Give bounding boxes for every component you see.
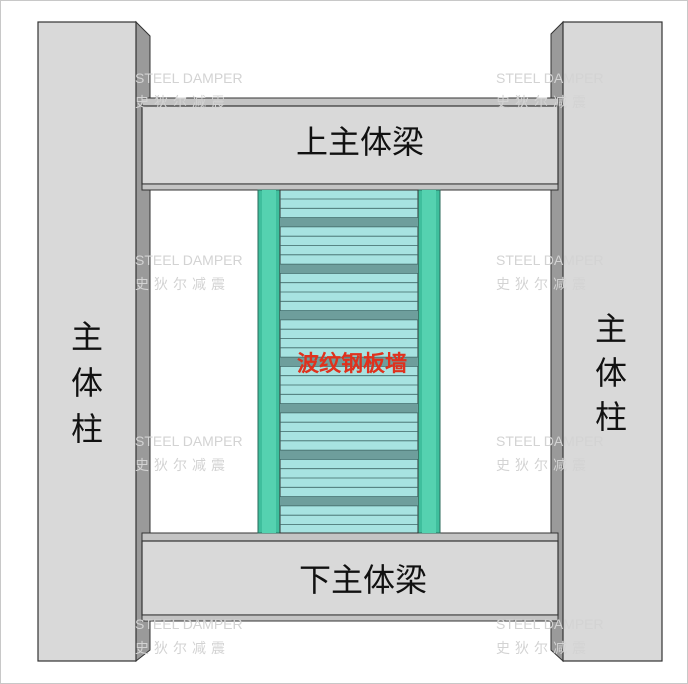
wall-dark-strip xyxy=(280,264,418,274)
left-column-label: 主 体 柱 xyxy=(71,318,103,448)
left-column-label-char: 柱 xyxy=(71,410,103,448)
wall-label: 波纹钢板墙 xyxy=(297,351,407,377)
top-beam-label: 上主体梁 xyxy=(296,123,424,161)
watermark-cn: 史狄尔减震 xyxy=(135,640,230,656)
bottom-beam-flange xyxy=(141,532,559,542)
watermark-en: STEEL DAMPER xyxy=(135,616,243,632)
right-column-label-char: 主 xyxy=(595,310,627,348)
right-column-label: 主 体 柱 xyxy=(595,310,627,436)
bottom-beam-web xyxy=(141,540,559,616)
watermark-cn: 史狄尔减震 xyxy=(135,94,230,110)
watermark-en: STEEL DAMPER xyxy=(496,433,604,449)
watermark-en: STEEL DAMPER xyxy=(496,70,604,86)
wall-dark-strip xyxy=(280,217,418,227)
wall-dark-strip xyxy=(280,403,418,413)
right-column-body xyxy=(562,21,663,662)
watermark-en: STEEL DAMPER xyxy=(496,252,604,268)
watermark-cn: 史狄尔减震 xyxy=(135,457,230,473)
watermark-cn: 史狄尔减震 xyxy=(496,94,591,110)
bottom-beam-label: 下主体梁 xyxy=(299,561,427,599)
watermark-en: STEEL DAMPER xyxy=(496,616,604,632)
watermark-en: STEEL DAMPER xyxy=(135,433,243,449)
top-beam-web xyxy=(141,105,559,185)
bottom-beam-bottom-flange xyxy=(141,614,559,622)
right-column xyxy=(550,20,663,663)
wall-right-edge-inner xyxy=(422,190,436,533)
watermarks: STEEL DAMPER 史狄尔减震 STEEL DAMPER 史狄尔减震 ST… xyxy=(135,70,604,656)
right-column-label-char: 体 xyxy=(595,354,627,392)
left-column-label-char: 体 xyxy=(71,364,103,402)
left-column-label-char: 主 xyxy=(71,318,103,356)
wall-corrugations xyxy=(280,198,418,525)
right-column-label-char: 柱 xyxy=(595,398,627,436)
watermark-cn: 史狄尔减震 xyxy=(135,276,230,292)
wall-dark-strip xyxy=(280,450,418,460)
top-beam-bottom-flange xyxy=(141,183,559,191)
top-beam xyxy=(141,97,559,191)
wall-dark-strip xyxy=(280,357,418,367)
left-column-body xyxy=(37,21,137,662)
wall-dark-strip xyxy=(280,310,418,320)
bottom-beam xyxy=(141,532,559,622)
corrugated-steel-wall xyxy=(257,189,441,534)
watermark-cn: 史狄尔减震 xyxy=(496,640,591,656)
watermark-cn: 史狄尔减震 xyxy=(496,457,591,473)
watermark-en: STEEL DAMPER xyxy=(135,70,243,86)
watermark-cn: 史狄尔减震 xyxy=(496,276,591,292)
watermark-en: STEEL DAMPER xyxy=(135,252,243,268)
wall-dark-strip xyxy=(280,496,418,506)
wall-left-edge-inner xyxy=(262,190,276,533)
